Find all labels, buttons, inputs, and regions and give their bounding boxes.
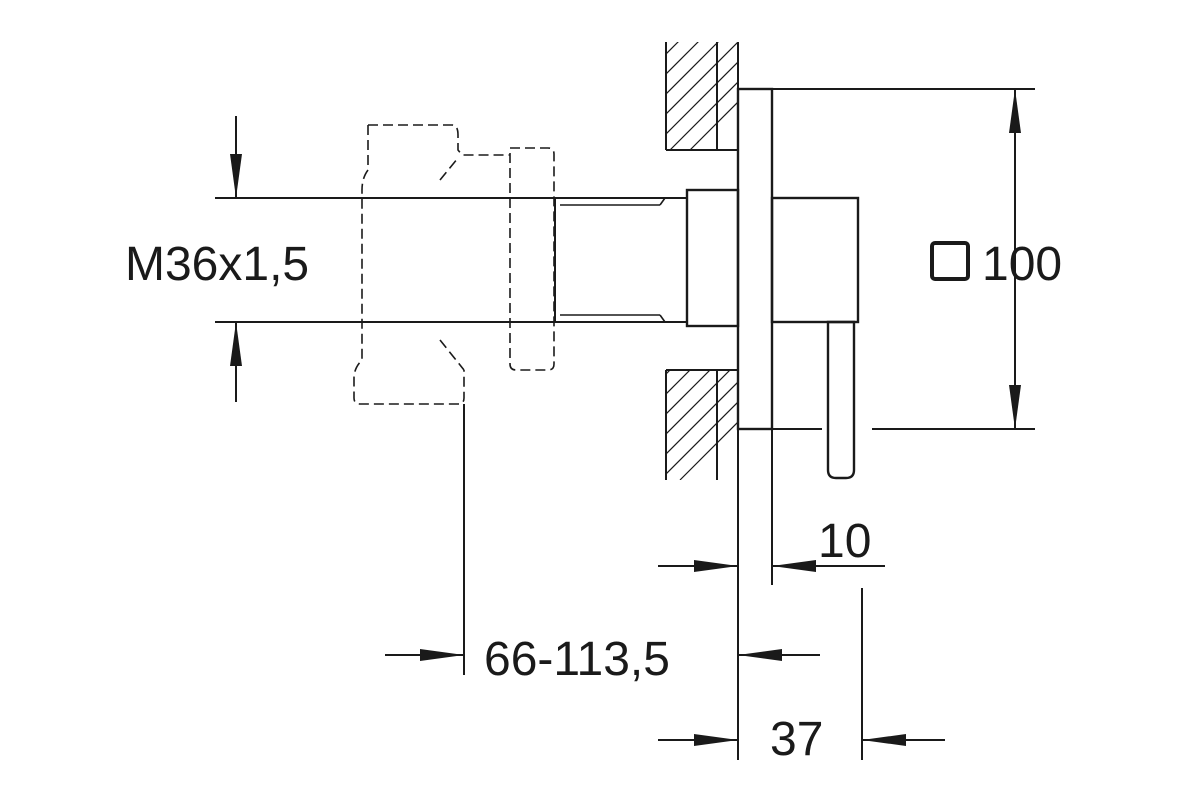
height-dimension-label: 100 [982, 238, 1062, 291]
thickness-dimension-label: 10 [818, 515, 871, 568]
wall-section-top [665, 42, 738, 151]
projection-dimension-label: 37 [770, 713, 823, 766]
hidden-body-outline [353, 124, 555, 405]
handle-sleeve [770, 196, 860, 324]
thread-connection [554, 197, 687, 323]
depth-dimension-label: 66-113,5 [484, 633, 670, 686]
valve-body [685, 188, 740, 328]
lever-handle [826, 320, 856, 480]
wall-section-bottom [665, 369, 738, 480]
rosette-plate [736, 87, 774, 431]
thread-dimension-label: M36x1,5 [125, 238, 309, 291]
square-icon [930, 241, 970, 281]
